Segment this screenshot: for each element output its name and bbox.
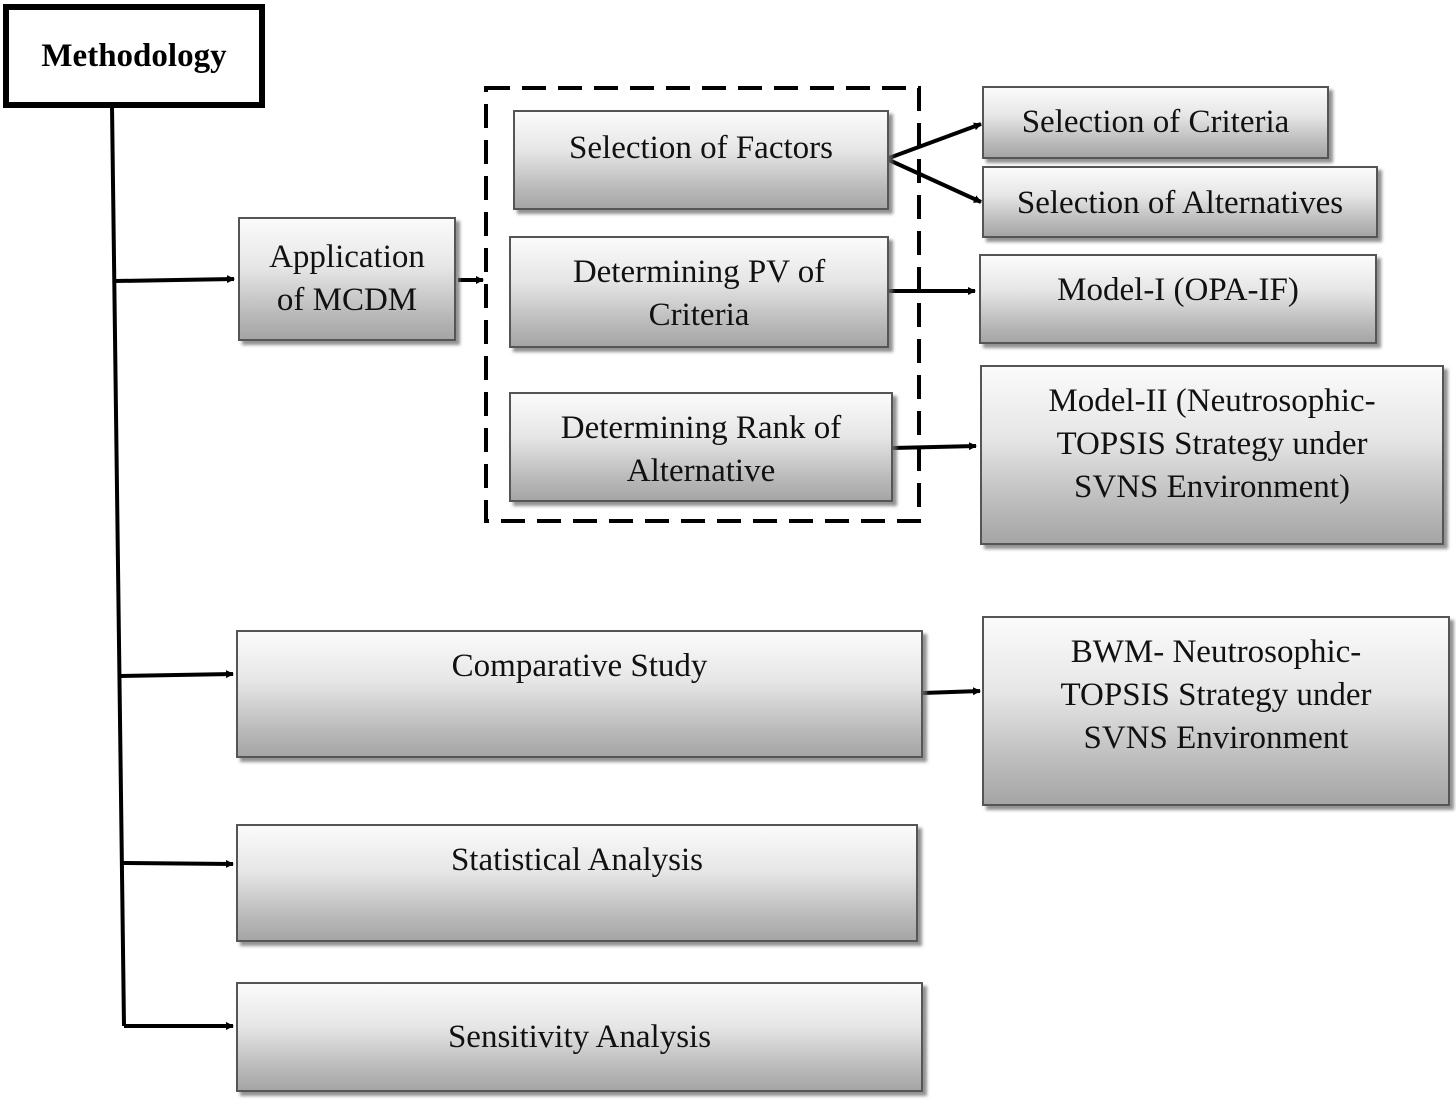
comparative-study-node: Comparative Study xyxy=(236,630,923,758)
selection-factors-node: Selection of Factors xyxy=(513,110,889,210)
arrow-to-alternatives xyxy=(888,158,982,204)
bwm-node: BWM- Neutrosophic- TOPSIS Strategy under… xyxy=(982,616,1450,806)
arrow-to-comparative xyxy=(120,670,234,679)
arrow-to-model2 xyxy=(892,442,977,451)
methodology-root-node: Methodology xyxy=(3,4,265,108)
determining-pv-node: Determining PV of Criteria xyxy=(509,236,889,348)
sensitivity-analysis-node: Sensitivity Analysis xyxy=(236,982,923,1092)
arrow-to-bwm xyxy=(922,687,981,696)
statistical-analysis-node: Statistical Analysis xyxy=(236,824,918,942)
application-mcdm-node: Application of MCDM xyxy=(238,217,456,341)
determining-rank-node: Determining Rank of Alternative xyxy=(509,392,893,502)
arrow-to-statistical xyxy=(121,859,234,868)
arrow-to-application xyxy=(115,275,235,284)
arrow-to-criteria xyxy=(888,122,982,160)
selection-criteria-node: Selection of Criteria xyxy=(982,86,1329,159)
dashed-group-frame xyxy=(484,86,921,523)
model-1-node: Model-I (OPA-IF) xyxy=(979,254,1377,344)
selection-alternatives-node: Selection of Alternatives xyxy=(982,166,1378,238)
model-2-node: Model-II (Neutrosophic- TOPSIS Strategy … xyxy=(980,365,1444,545)
spine-line xyxy=(110,105,126,1027)
